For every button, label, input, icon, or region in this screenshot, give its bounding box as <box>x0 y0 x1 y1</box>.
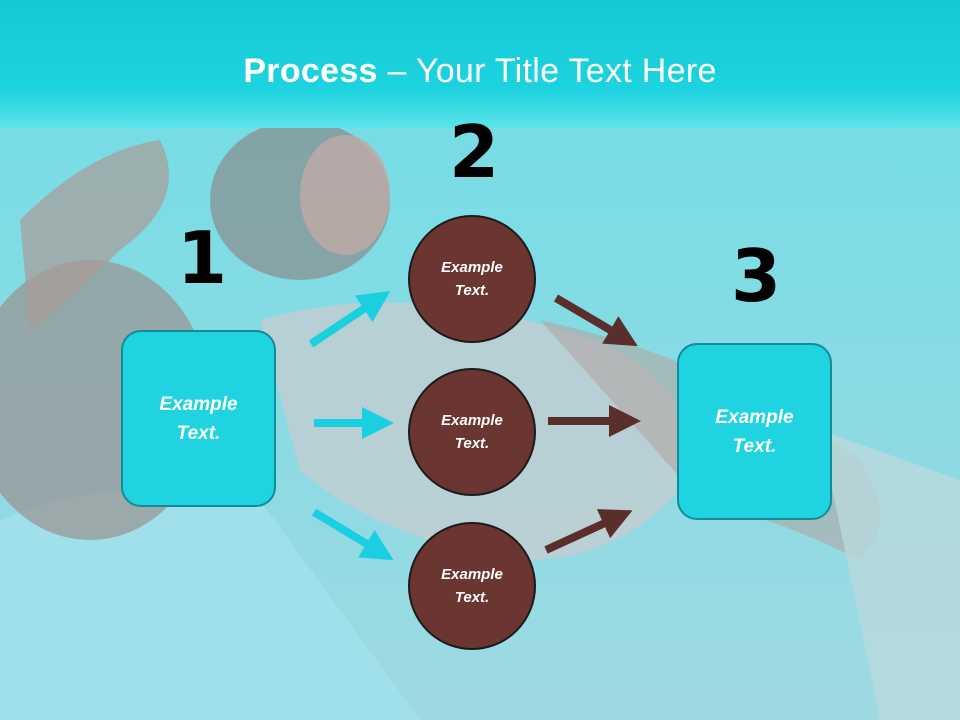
circle-bottom[interactable]: Example Text. <box>408 522 536 650</box>
step-1-box[interactable]: Example Text. <box>121 330 276 507</box>
title-bold: Process <box>243 52 378 90</box>
arrow-brown-up <box>544 509 633 554</box>
arrow-cyan-up <box>308 291 391 348</box>
step-3-box[interactable]: Example Text. <box>677 343 832 520</box>
circle-top-label: Example Text. <box>441 259 503 299</box>
title-band <box>0 0 960 128</box>
arrow-brown-down <box>553 294 638 347</box>
step-1-label: Example Text. <box>159 393 238 444</box>
step-3-number: 3 <box>731 234 782 318</box>
circle-middle[interactable]: Example Text. <box>408 368 536 496</box>
step-1-number: 1 <box>177 216 228 300</box>
circle-bottom-label: Example Text. <box>441 566 503 606</box>
title-rest: – Your Title Text Here <box>377 52 717 90</box>
step-3-label: Example Text. <box>715 406 794 457</box>
circle-top[interactable]: Example Text. <box>408 215 536 343</box>
circle-middle-label: Example Text. <box>441 412 503 452</box>
step-2-number: 2 <box>449 110 500 194</box>
arrow-cyan-down <box>311 508 394 561</box>
slide-title: Process – Your Title Text Here <box>0 52 960 91</box>
